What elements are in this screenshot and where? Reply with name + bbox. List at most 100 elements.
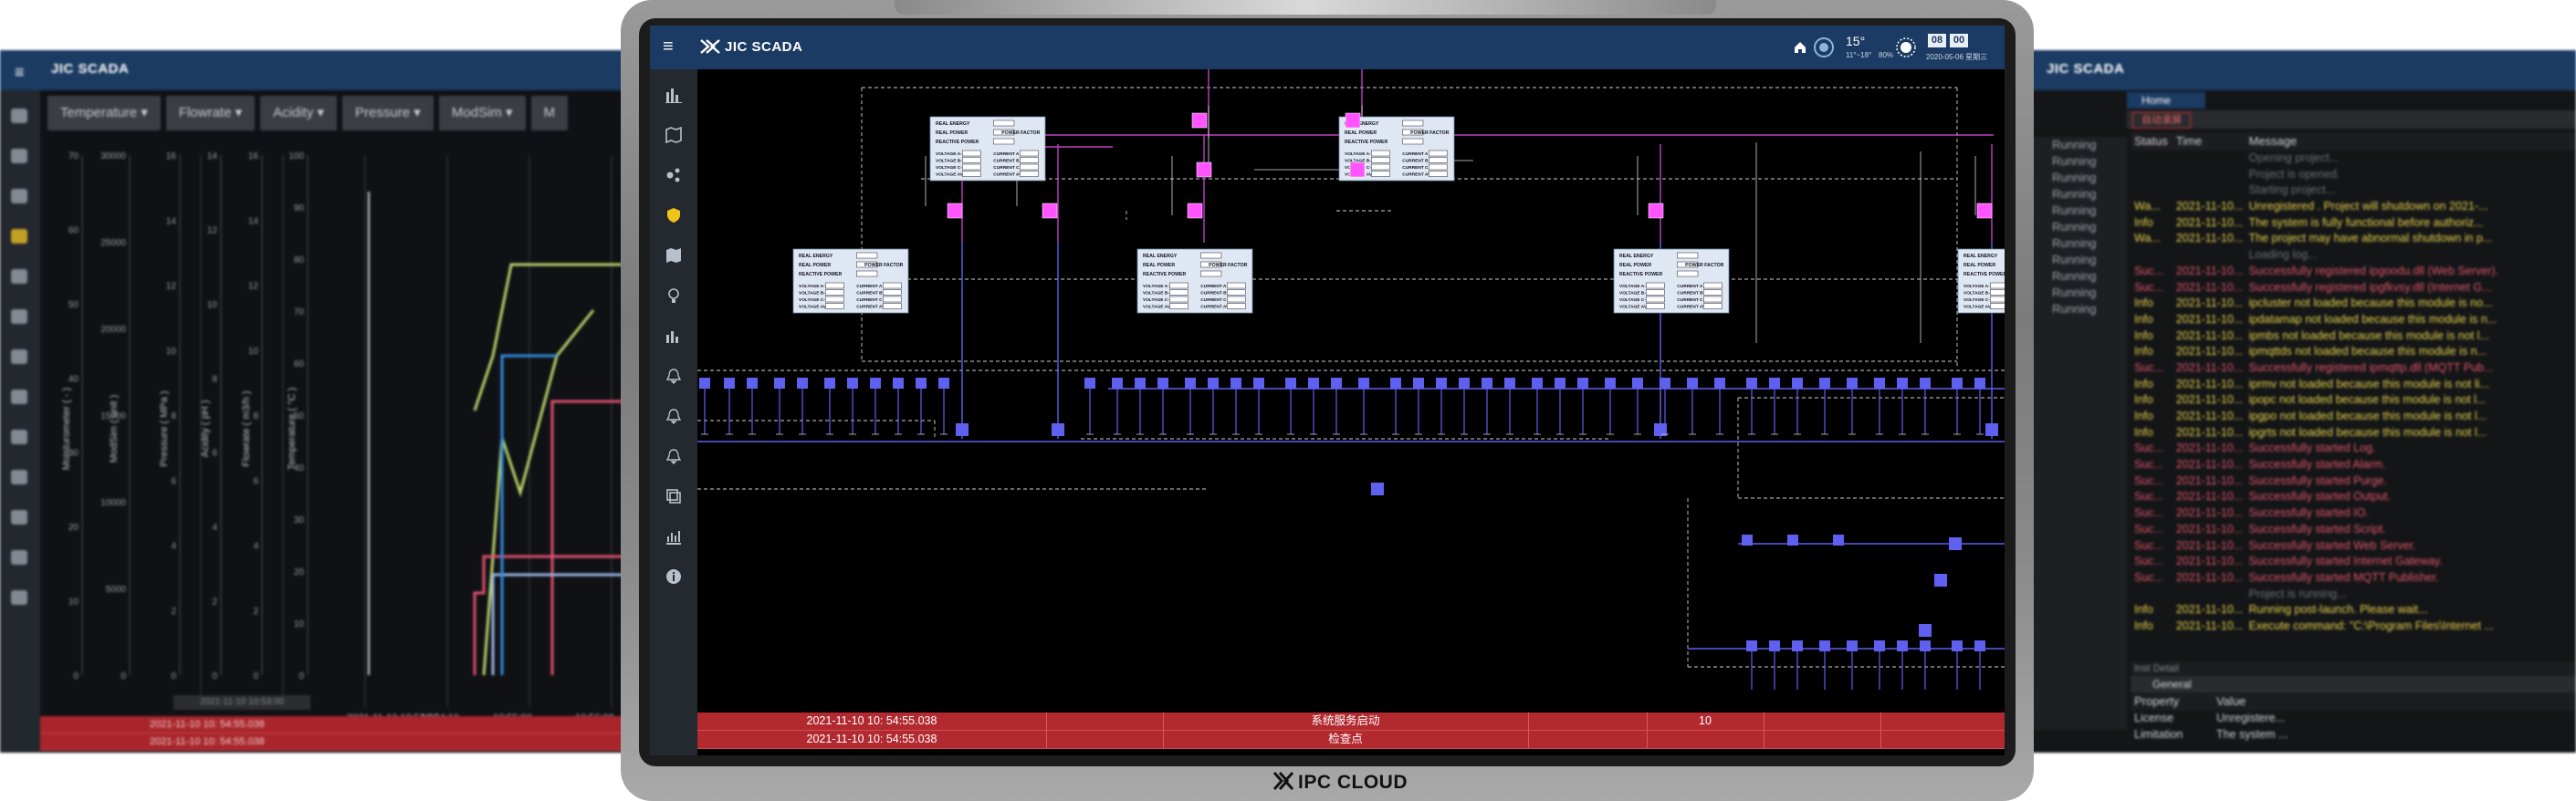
breaker[interactable] (1654, 423, 1667, 436)
breaker[interactable] (1833, 535, 1844, 546)
log-row[interactable]: Suc...2021-11-10...Successfully started … (2131, 538, 2576, 555)
breaker[interactable] (1920, 378, 1931, 389)
table-row[interactable]: 2021-11-10 10: 54:55.038 (40, 733, 657, 751)
log-row[interactable]: Suc...2021-11-10...Successfully started … (2131, 473, 2576, 490)
home-icon[interactable] (1793, 40, 1807, 55)
table-row[interactable]: 2021-11-10 10: 54:55.038 (40, 716, 657, 733)
log-row[interactable]: Suc...2021-11-10...Successfully started … (2131, 505, 2576, 522)
log-row[interactable]: Wa...2021-11-10...The project may have a… (2131, 231, 2576, 247)
breaker[interactable] (893, 378, 904, 389)
shield-icon[interactable] (11, 229, 27, 244)
log-row[interactable]: Suc...2021-11-10...Successfully started … (2131, 441, 2576, 457)
breaker[interactable] (1112, 378, 1123, 389)
breaker[interactable] (747, 378, 758, 389)
menu-icon[interactable]: ≡ (15, 63, 25, 81)
breaker[interactable] (1949, 537, 1962, 550)
breaker[interactable] (699, 378, 710, 389)
breaker[interactable] (956, 423, 969, 436)
log-row[interactable]: Suc...2021-11-10...Successfully started … (2131, 522, 2576, 538)
network-icon[interactable] (665, 167, 682, 183)
map-fold-icon[interactable] (665, 247, 682, 264)
breaker[interactable] (1436, 378, 1447, 389)
breaker[interactable] (1208, 378, 1219, 389)
breaker[interactable] (1985, 423, 1998, 436)
breaker[interactable] (1819, 640, 1830, 651)
chart-icon[interactable] (11, 109, 27, 123)
log-row[interactable]: Suc...2021-11-10...Successfully register… (2131, 360, 2576, 377)
log-row[interactable]: Loading log... (2131, 247, 2576, 264)
tab-modsim[interactable]: ModSim ▾ (438, 96, 526, 130)
breaker[interactable] (1052, 423, 1064, 436)
breaker[interactable] (1746, 378, 1757, 389)
breaker[interactable] (1532, 378, 1543, 389)
breaker[interactable] (774, 378, 785, 389)
tab-flowrate[interactable]: Flowrate ▾ (165, 96, 256, 130)
breaker-closed[interactable] (1349, 161, 1366, 178)
col-message[interactable]: Message (2248, 134, 2298, 148)
breaker[interactable] (1919, 624, 1932, 637)
breaker[interactable] (1742, 535, 1753, 546)
col-status[interactable]: Status (2134, 134, 2168, 148)
stats-icon[interactable] (11, 550, 27, 565)
alarm-row[interactable]: 2021-11-10 10: 54:55.038 检查点 (697, 731, 2005, 749)
breaker[interactable] (1157, 378, 1168, 389)
tree-item[interactable]: Running (2052, 269, 2097, 283)
breaker-closed[interactable] (1345, 112, 1361, 129)
tree-item[interactable]: Running (2052, 236, 2097, 250)
breaker-closed[interactable] (1191, 112, 1208, 129)
breaker[interactable] (1687, 378, 1698, 389)
tree-item[interactable]: Running (2052, 253, 2097, 266)
breaker[interactable] (1934, 574, 1947, 587)
breaker[interactable] (1331, 378, 1342, 389)
tree-item[interactable]: Running (2052, 187, 2097, 201)
breaker[interactable] (1413, 378, 1424, 389)
tree-item[interactable]: Running (2052, 302, 2097, 316)
breaker[interactable] (1084, 378, 1095, 389)
chart-icon[interactable] (665, 87, 682, 103)
breaker[interactable] (1482, 378, 1492, 389)
breaker[interactable] (1605, 378, 1616, 389)
tab-temperature[interactable]: Temperature ▾ (47, 96, 161, 130)
log-row[interactable]: Wa...2021-11-10...Unregistered . Project… (2131, 199, 2576, 215)
log-row[interactable]: Suc...2021-11-10...Successfully register… (2131, 264, 2576, 280)
log-row[interactable]: Suc...2021-11-10...Successfully started … (2131, 554, 2576, 570)
breaker[interactable] (1230, 378, 1241, 389)
alarm-row[interactable]: 2021-11-10 10: 54:55.038 系统服务启动 10 (697, 713, 2005, 731)
breaker[interactable] (1769, 640, 1780, 651)
breaker[interactable] (847, 378, 858, 389)
copy-icon[interactable] (665, 488, 682, 505)
bar-chart-icon[interactable] (11, 349, 27, 364)
breaker[interactable] (1390, 378, 1401, 389)
log-row[interactable]: Suc...2021-11-10...Successfully register… (2131, 280, 2576, 296)
breaker-closed[interactable] (1187, 203, 1203, 219)
breaker[interactable] (1135, 378, 1146, 389)
auto-scroll-button[interactable]: 自动滚屏 (2132, 112, 2191, 129)
col-time[interactable]: Time (2175, 134, 2203, 148)
network-icon[interactable] (11, 189, 27, 203)
date-box[interactable]: 2021-11-10 10:53:00 (173, 695, 310, 710)
tab-more[interactable]: M (530, 96, 568, 130)
breaker-closed[interactable] (1648, 203, 1664, 219)
breaker[interactable] (1632, 378, 1643, 389)
bell-icon[interactable] (11, 470, 27, 484)
tree-item[interactable]: Running (2052, 154, 2097, 168)
breaker[interactable] (1253, 378, 1264, 389)
breaker[interactable] (1952, 378, 1963, 389)
tree-item[interactable]: Running (2052, 286, 2097, 299)
breaker[interactable] (1952, 640, 1963, 651)
tab-acidity[interactable]: Acidity ▾ (260, 96, 338, 130)
bar-chart-icon[interactable] (665, 328, 682, 344)
breaker-closed[interactable] (1196, 161, 1212, 178)
breaker[interactable] (1660, 378, 1670, 389)
